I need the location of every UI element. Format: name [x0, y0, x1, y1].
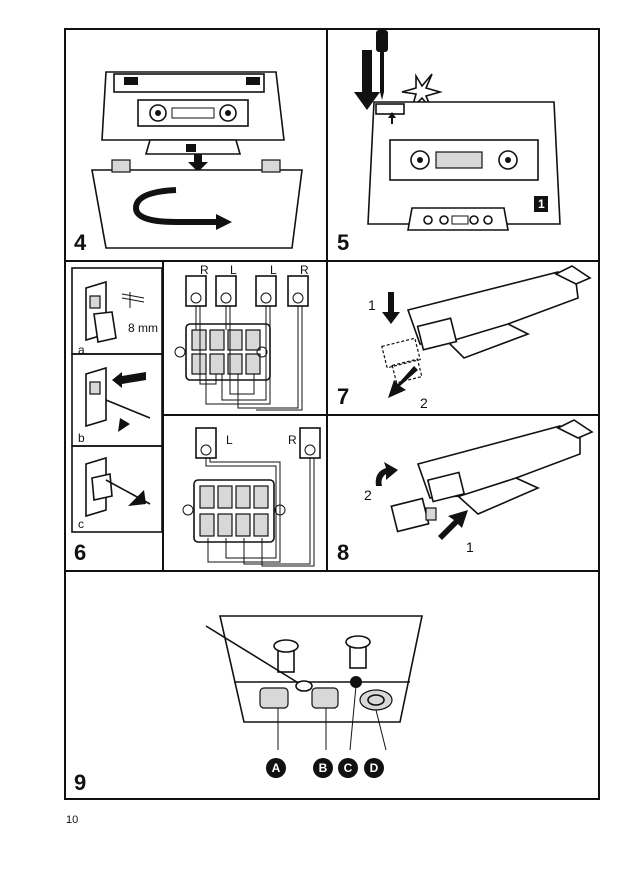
speaker-label: R	[288, 433, 297, 447]
step-2-label: 2	[420, 395, 428, 411]
cassette-eject-illustration	[91, 71, 303, 249]
speaker-label: L	[230, 263, 237, 277]
head-cleaning-illustration	[205, 615, 423, 751]
step-1-label: 1	[466, 539, 474, 555]
panel-4-number: 4	[74, 230, 87, 255]
divider	[64, 570, 600, 572]
step-2-label: 2	[364, 487, 372, 503]
stylus-removal-illustration	[381, 265, 592, 398]
divider	[64, 260, 600, 262]
page-number: 10	[66, 814, 79, 826]
tape-side-marker: 1	[538, 197, 545, 211]
four-speaker-wiring	[174, 275, 309, 411]
panel-7-number: 7	[337, 384, 350, 409]
strip-length-label: 8 mm	[128, 321, 158, 335]
divider	[162, 262, 164, 570]
panel-8-number: 8	[337, 540, 350, 565]
divider	[162, 414, 326, 416]
speaker-label: R	[200, 263, 209, 277]
two-speaker-wiring	[182, 427, 321, 567]
panel-6-number: 6	[74, 540, 87, 565]
speaker-label: R	[300, 263, 309, 277]
panel-5-number: 5	[337, 230, 350, 255]
stylus-insertion-illustration	[375, 419, 594, 540]
callout-c: C	[338, 758, 358, 778]
terminal-steps-illustration	[71, 267, 163, 533]
callout-a: A	[266, 758, 286, 778]
callout-d: D	[364, 758, 384, 778]
step-b-label: b	[78, 431, 85, 445]
speaker-label: L	[226, 433, 233, 447]
cassette-tab-illustration	[354, 30, 561, 231]
callout-b: B	[313, 758, 333, 778]
panel-9-number: 9	[74, 770, 87, 795]
speaker-label: L	[270, 263, 277, 277]
step-1-label: 1	[368, 297, 376, 313]
step-c-label: c	[78, 517, 84, 531]
divider	[326, 414, 600, 416]
divider	[326, 28, 328, 570]
step-a-label: a	[78, 343, 85, 357]
